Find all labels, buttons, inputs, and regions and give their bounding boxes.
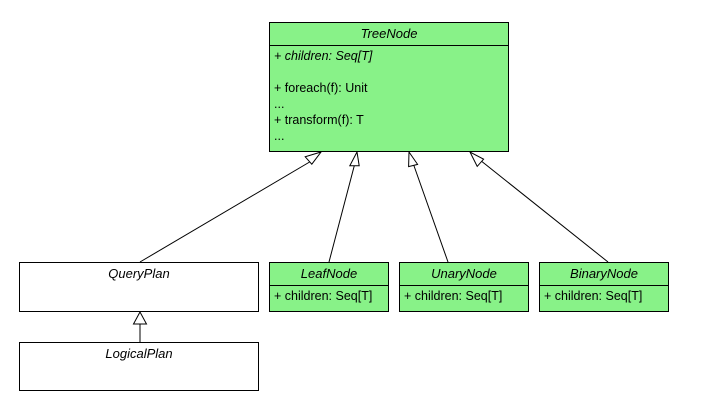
edge-unarynode-treenode [412, 162, 449, 263]
class-name: UnaryNode [431, 266, 497, 281]
inheritance-arrowhead [132, 310, 148, 325]
class-queryplan: QueryPlan [19, 262, 259, 312]
attributes-section: + children: Seq[T] [400, 285, 528, 304]
edge-queryplan-treenode [139, 159, 314, 263]
attribute: + children: Seq[T] [544, 289, 643, 303]
class-logicalplan: LogicalPlan [19, 342, 259, 391]
attribute: + children: Seq[T] [404, 289, 503, 303]
attributes-section: + children: Seq[T] [540, 285, 668, 304]
class-name: QueryPlan [108, 266, 170, 281]
class-binarynode: BinaryNode + children: Seq[T] [539, 262, 669, 312]
attributes-section: + children: Seq[T] + foreach(f): Unit ..… [270, 45, 508, 144]
edge-binarynode-treenode [479, 159, 609, 263]
class-treenode: TreeNode + children: Seq[T] + foreach(f)… [269, 22, 509, 152]
class-unarynode: UnaryNode + children: Seq[T] [399, 262, 529, 312]
attributes-section: + children: Seq[T] [270, 285, 388, 304]
edge-leafnode-treenode [328, 162, 356, 263]
inheritance-arrowhead [408, 150, 419, 168]
ellipsis: ... [274, 97, 285, 111]
class-name: LeafNode [300, 266, 358, 281]
class-name: LogicalPlan [105, 346, 173, 361]
ellipsis: ... [274, 129, 285, 143]
class-name: TreeNode [360, 26, 418, 41]
inheritance-arrowhead [468, 150, 485, 168]
class-leafnode: LeafNode + children: Seq[T] [269, 262, 389, 312]
attribute: + children: Seq[T] [274, 289, 373, 303]
attribute: + children: Seq[T] [274, 49, 373, 63]
method: + foreach(f): Unit [274, 81, 368, 95]
class-name: BinaryNode [570, 266, 638, 281]
inheritance-arrowhead [304, 151, 323, 165]
method: + transform(f): T [274, 113, 364, 127]
inheritance-arrowhead [348, 150, 360, 167]
